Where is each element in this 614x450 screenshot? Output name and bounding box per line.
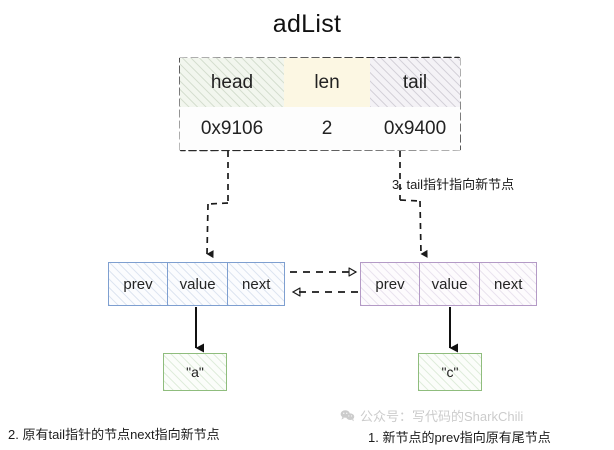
struct-header-head: head [180,58,284,107]
head-pointer-arrow [206,151,229,259]
list-node-right: prev value next [360,262,538,306]
struct-value-head: 0x9106 [180,107,284,150]
value-box-a: "a" [163,353,227,391]
annotation-step-3: 3. tail指针指向新节点 [392,177,515,192]
list-node-left: prev value next [108,262,286,306]
struct-header-tail: tail [370,58,460,107]
struct-header-len: len [284,58,370,107]
node-right-prev: prev [360,262,420,306]
watermark-text: 公众号：写代码的SharkChili [360,409,524,424]
annotation-step-2: 2. 原有tail指针的节点next指向新节点 [8,427,220,442]
struct-value-tail: 0x9400 [370,107,460,150]
struct-value-len: 2 [284,107,370,150]
wechat-icon [340,409,355,422]
adlist-struct-table: head len tail 0x9106 2 0x9400 [180,58,460,150]
page-title: adList [272,10,342,38]
value-box-c: "c" [418,353,482,391]
node-left-value: value [166,262,229,306]
struct-value-row: 0x9106 2 0x9400 [180,107,460,150]
node-right-next: next [479,262,538,306]
tail-pointer-arrow [399,151,428,258]
struct-header-row: head len tail [180,58,460,107]
watermark: 公众号：写代码的SharkChili [340,406,523,425]
node-right-value: value [418,262,481,306]
annotation-step-1: 1. 新节点的prev指向原有尾节点 [368,430,551,445]
node-left-prev: prev [108,262,168,306]
node-left-next: next [227,262,286,306]
